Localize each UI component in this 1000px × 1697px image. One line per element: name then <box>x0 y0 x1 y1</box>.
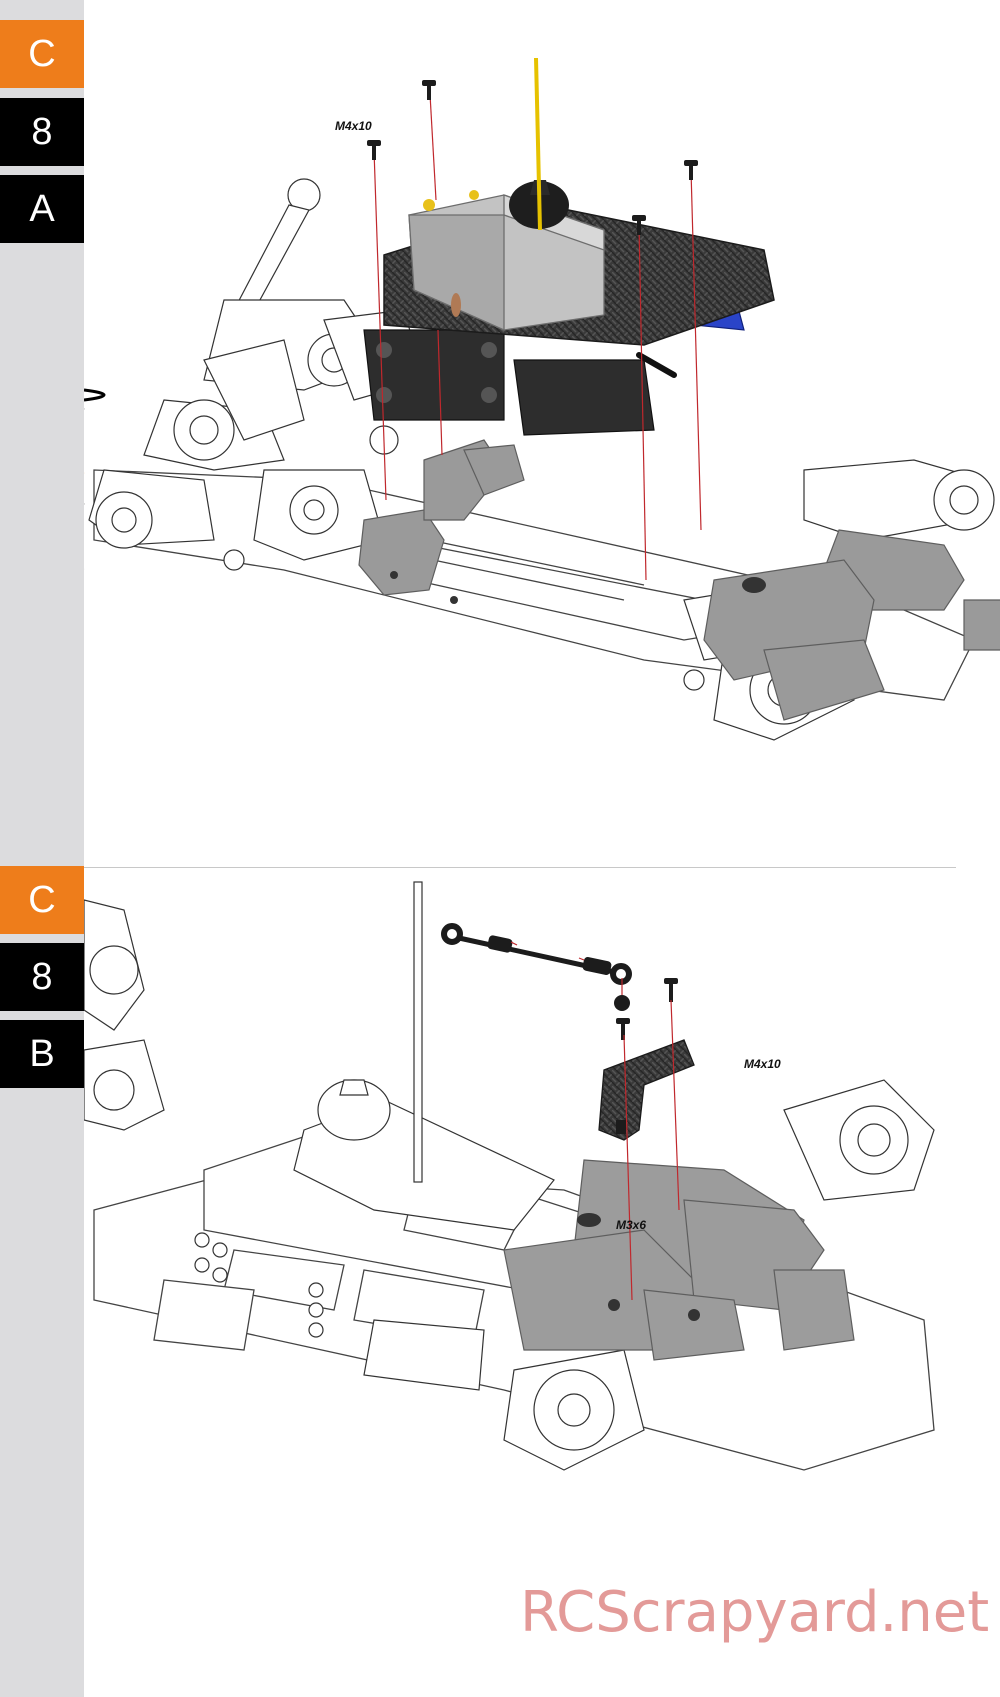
step-a-figure <box>84 0 1000 860</box>
step-b-screw-callout-2: M3x6 <box>616 1218 647 1232</box>
step-b-section-tab: C <box>0 866 84 934</box>
section-divider <box>84 867 956 868</box>
step-b-figure <box>84 870 1000 1697</box>
step-a-letter-tab: A <box>0 175 84 243</box>
step-a-section-tab: C <box>0 20 84 88</box>
side-strip <box>0 0 84 1697</box>
step-b-number-tab: 8 <box>0 943 84 1011</box>
step-b-screw-callout-1: M4x10 <box>744 1057 781 1071</box>
step-a-screw-callout: M4x10 <box>335 119 372 133</box>
step-a-number-tab: 8 <box>0 98 84 166</box>
step-b-letter-tab: B <box>0 1020 84 1088</box>
watermark: RCScrapyard.net <box>520 1580 990 1645</box>
